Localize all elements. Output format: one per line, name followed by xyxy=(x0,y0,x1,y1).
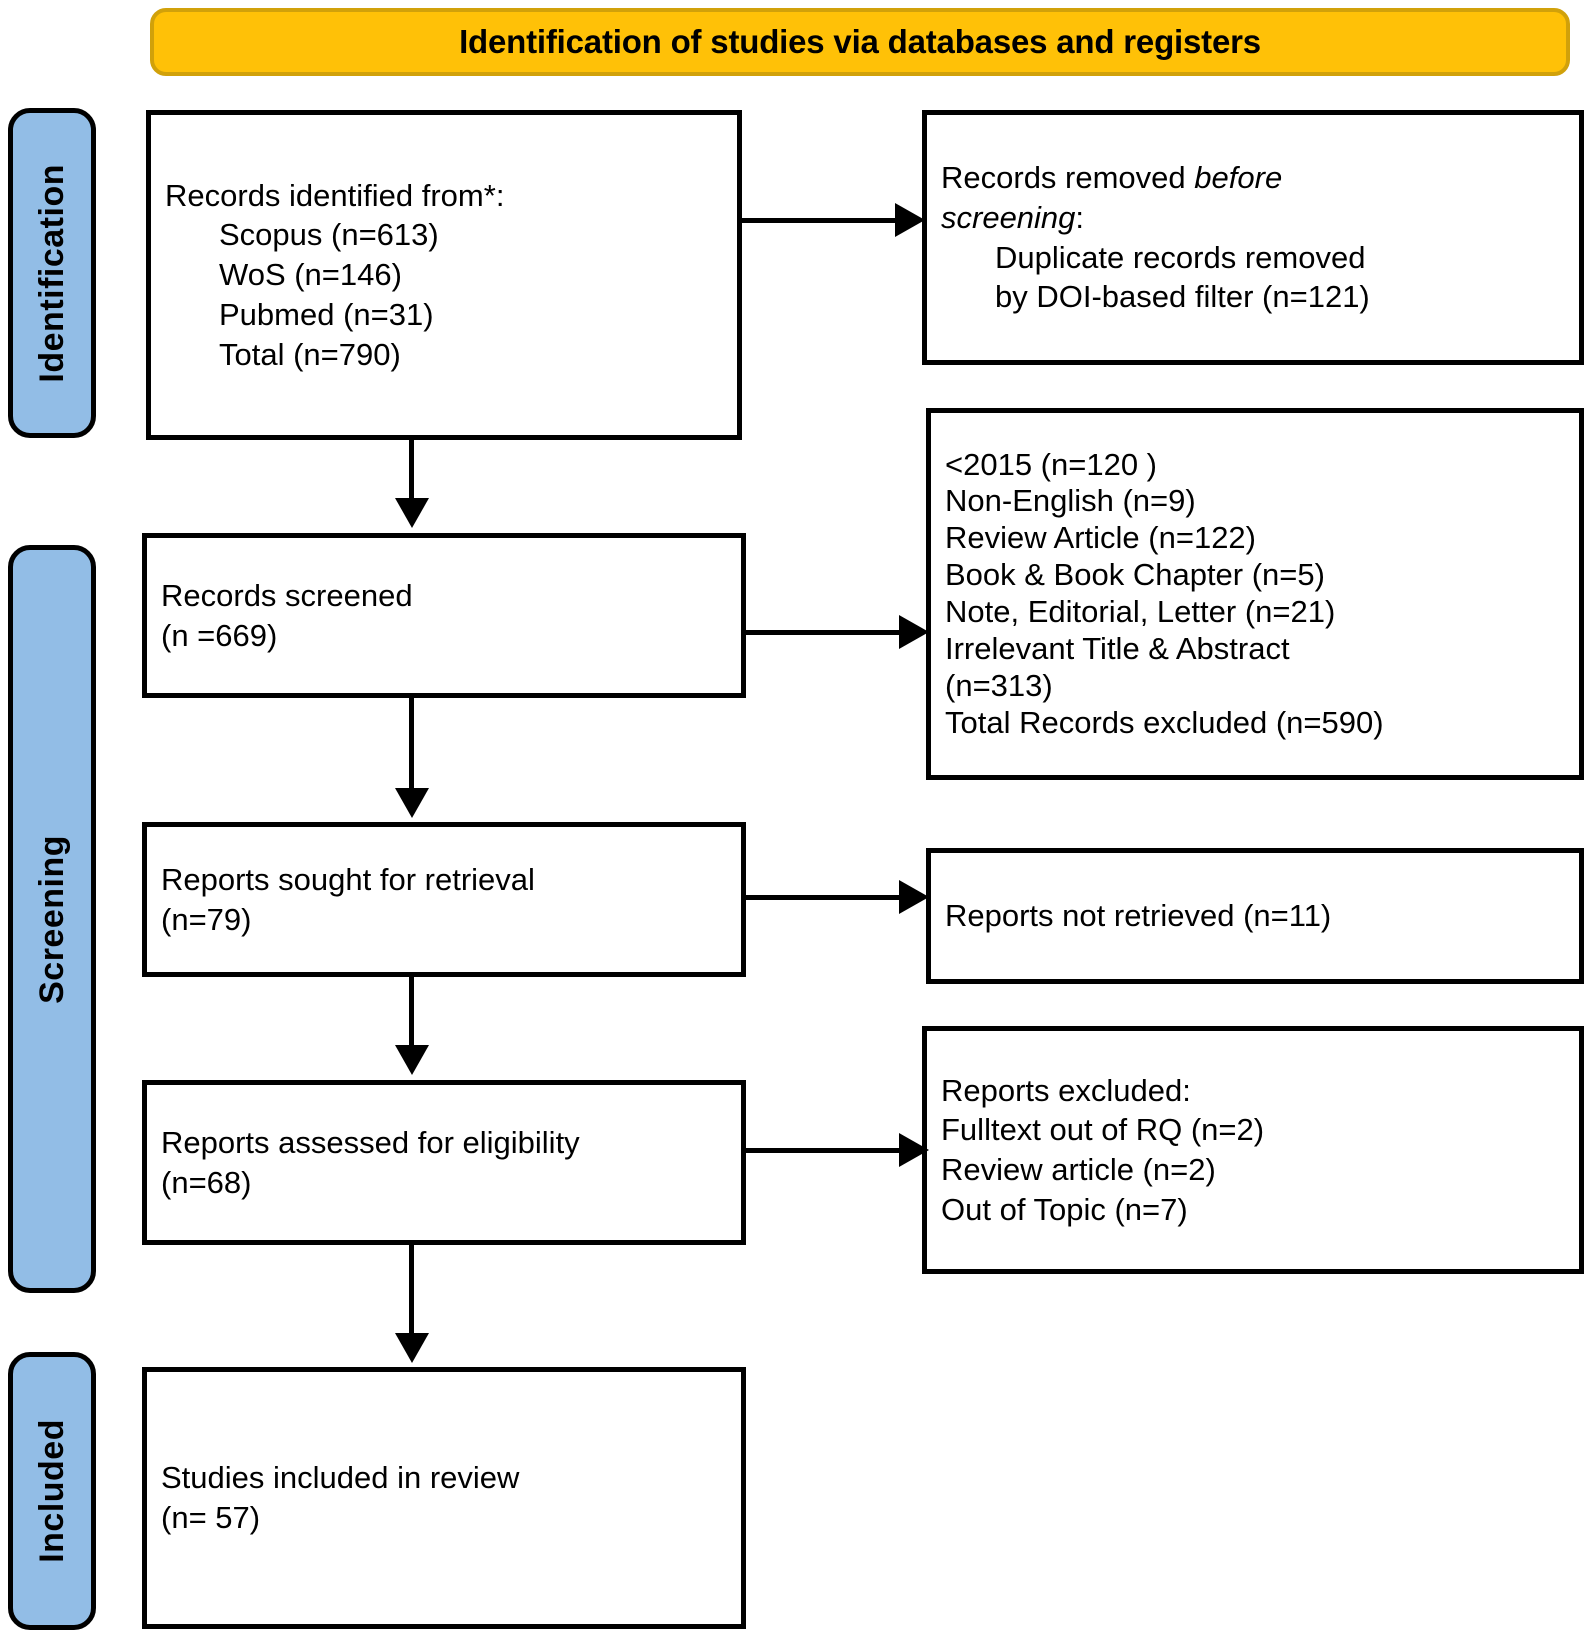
stage-label-identification: Identification xyxy=(32,163,71,383)
box-reports-excluded-text: Reports excluded: Fulltext out of RQ (n=2… xyxy=(927,1071,1579,1230)
stage-bar-identification: Identification xyxy=(8,108,96,438)
connector-line xyxy=(409,440,414,500)
stage-label-screening: Screening xyxy=(32,834,71,1004)
box-reports-sought-text: Reports sought for retrieval (n=79) xyxy=(147,860,741,939)
arrow-right-icon xyxy=(899,615,929,649)
connector-line xyxy=(746,1148,901,1153)
records-identified-scopus: Scopus (n=613) xyxy=(219,217,439,253)
excluded-irrelevant-title-abstract: Irrelevant Title & Abstract xyxy=(945,630,1290,666)
box-reports-sought-retrieval: Reports sought for retrieval (n=79) xyxy=(142,822,746,977)
arrow-down-icon xyxy=(395,498,429,528)
connector-line xyxy=(746,630,901,635)
box-records-identified-text: Records identified from*: Scopus (n=613) W… xyxy=(151,176,737,374)
box-reports-not-retrieved-text: Reports not retrieved (n=11) xyxy=(931,896,1579,936)
box-records-screened-text: Records screened (n =669) xyxy=(147,576,741,655)
records-identified-wos: WoS (n=146) xyxy=(219,257,402,293)
page-title: Identification of studies via databases … xyxy=(459,23,1261,60)
records-removed-detail-1: Duplicate records removed xyxy=(995,239,1366,275)
reports-excluded-review: Review article (n=2) xyxy=(941,1152,1216,1187)
records-identified-line1: Records identified from*: xyxy=(165,177,505,213)
reports-assessed-label: Reports assessed for eligibility xyxy=(161,1124,580,1160)
box-reports-not-retrieved: Reports not retrieved (n=11) xyxy=(926,848,1584,984)
connector-line xyxy=(409,1245,414,1335)
records-removed-lead: Records removed xyxy=(941,160,1195,196)
diagram-header-banner: Identification of studies via databases … xyxy=(150,8,1570,76)
connector-line xyxy=(409,977,414,1047)
reports-excluded-out-of-topic: Out of Topic (n=7) xyxy=(941,1191,1188,1227)
connector-line xyxy=(409,698,414,790)
excluded-note-editorial-letter: Note, Editorial, Letter (n=21) xyxy=(945,594,1336,629)
box-studies-included-review: Studies included in review (n= 57) xyxy=(142,1367,746,1629)
arrow-right-icon xyxy=(899,880,929,914)
reports-excluded-fulltext: Fulltext out of RQ (n=2) xyxy=(941,1112,1265,1148)
studies-included-count: (n= 57) xyxy=(161,1500,261,1535)
box-studies-included-text: Studies included in review (n= 57) xyxy=(147,1458,741,1537)
reports-sought-count: (n=79) xyxy=(161,901,252,937)
connector-line xyxy=(746,895,901,900)
box-records-excluded-screening: <2015 (n=120 )Non-English (n=9)Review Ar… xyxy=(926,408,1584,780)
records-screened-count: (n =669) xyxy=(161,617,278,653)
records-removed-italic-before: before xyxy=(1194,160,1283,196)
records-screened-label: Records screened xyxy=(161,577,413,613)
box-records-removed-text: Records removed before screening: Duplicat… xyxy=(927,158,1579,317)
records-removed-italic-screening: screening xyxy=(941,199,1076,235)
box-reports-assessed-eligibility: Reports assessed for eligibility (n=68) xyxy=(142,1080,746,1245)
box-records-screened: Records screened (n =669) xyxy=(142,533,746,698)
box-reports-assessed-text: Reports assessed for eligibility (n=68) xyxy=(147,1123,741,1202)
excluded-book-chapter: Book & Book Chapter (n=5) xyxy=(945,557,1325,593)
records-removed-detail-2: by DOI-based filter (n=121) xyxy=(995,279,1370,315)
arrow-right-icon xyxy=(895,203,925,237)
arrow-right-icon xyxy=(899,1133,929,1167)
studies-included-label: Studies included in review xyxy=(161,1460,520,1496)
excluded-total: Total Records excluded (n=590) xyxy=(945,704,1384,740)
records-identified-total: Total (n=790) xyxy=(219,336,401,372)
box-records-removed-before-screening: Records removed before screening: Duplicat… xyxy=(922,110,1584,365)
arrow-down-icon xyxy=(395,1333,429,1363)
reports-sought-label: Reports sought for retrieval xyxy=(161,861,535,897)
arrow-down-icon xyxy=(395,1045,429,1075)
box-records-identified: Records identified from*: Scopus (n=613) W… xyxy=(146,110,742,440)
excluded-review-article: Review Article (n=122) xyxy=(945,520,1256,556)
reports-excluded-label: Reports excluded: xyxy=(941,1072,1191,1108)
reports-not-retrieved-label: Reports not retrieved (n=11) xyxy=(945,898,1332,934)
excluded-year: <2015 (n=120 ) xyxy=(945,446,1158,482)
records-removed-colon: : xyxy=(1075,199,1085,235)
stage-bar-included: Included xyxy=(8,1352,96,1630)
excluded-non-english: Non-English (n=9) xyxy=(945,483,1196,519)
reports-assessed-count: (n=68) xyxy=(161,1164,252,1200)
records-identified-pubmed: Pubmed (n=31) xyxy=(219,296,434,332)
box-reports-excluded: Reports excluded: Fulltext out of RQ (n=2… xyxy=(922,1026,1584,1274)
box-records-excluded-text: <2015 (n=120 )Non-English (n=9)Review Ar… xyxy=(931,447,1579,742)
stage-bar-screening: Screening xyxy=(8,545,96,1293)
connector-line xyxy=(742,218,897,223)
excluded-irrelevant-count: (n=313) xyxy=(945,667,1053,703)
stage-label-included: Included xyxy=(32,1419,71,1563)
arrow-down-icon xyxy=(395,788,429,818)
